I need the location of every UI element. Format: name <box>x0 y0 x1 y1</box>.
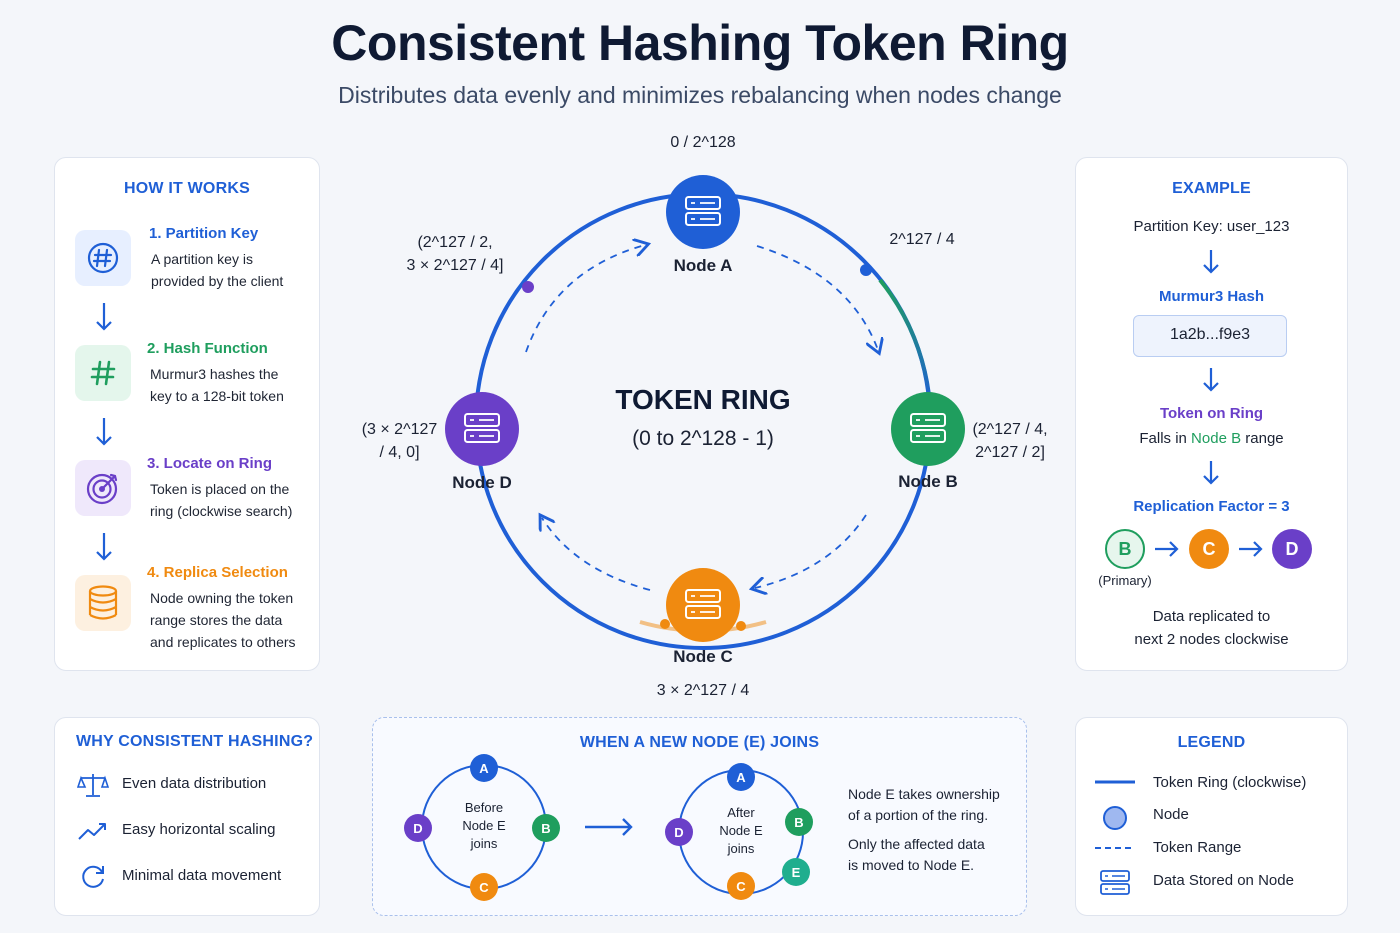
arrow-right-icon <box>1239 541 1263 557</box>
node-c <box>666 568 740 642</box>
legend-item-data-stored: Data Stored on Node <box>1153 872 1294 889</box>
arrow-down-icon <box>96 303 112 331</box>
step-4-title: 4. Replica Selection <box>147 564 288 581</box>
example-token-on-ring: Token on Ring <box>1159 405 1264 422</box>
token-point-da <box>522 281 534 293</box>
example-panel: EXAMPLE Partition Key: user_123 Murmur3 … <box>1075 157 1348 671</box>
why-panel: WHY CONSISTENT HASHING? Even data distri… <box>54 717 320 916</box>
arrow-down-icon <box>1203 461 1219 485</box>
dashed-line-icon <box>1095 847 1135 849</box>
example-note: Data replicated to next 2 nodes clockwis… <box>1134 608 1289 648</box>
step-1-title: 1. Partition Key <box>149 225 259 242</box>
node-c-label: Node C <box>673 647 733 666</box>
trend-up-icon <box>78 823 106 840</box>
before-node-c: C <box>470 873 498 901</box>
after-node-d: D <box>665 818 693 846</box>
token-label-ab: 2^127 / 4 <box>889 231 955 248</box>
dashed-arrow-a-to-b <box>756 245 878 350</box>
node-d-label: Node D <box>452 473 512 492</box>
dashed-arrow-c-to-d <box>542 518 651 591</box>
ring-top-label: 0 / 2^128 <box>670 134 736 151</box>
how-it-works-heading: HOW IT WORKS <box>124 180 250 197</box>
hash-icon <box>75 345 131 401</box>
why-item-even-distribution: Even data distribution <box>122 775 267 792</box>
before-node-b: B <box>532 814 560 842</box>
node-d <box>445 392 519 466</box>
node-circle-icon <box>1103 806 1127 830</box>
example-replication-factor: Replication Factor = 3 <box>1133 498 1290 515</box>
hash-circle-icon <box>75 230 131 286</box>
after-node-c: C <box>727 872 755 900</box>
step-3-title: 3. Locate on Ring <box>147 455 273 472</box>
step-3-desc: Token is placed on the ring (clockwise s… <box>150 481 293 519</box>
token-range-b: (2^127 / 4, 2^127 / 2] <box>972 421 1048 461</box>
dashed-arrow-d-to-a <box>525 245 645 353</box>
token-range-da: (2^127 / 2, 3 × 2^127 / 4] <box>406 234 504 274</box>
after-node-e: E <box>782 858 810 886</box>
why-item-minimal-movement: Minimal data movement <box>122 867 282 884</box>
replica-primary-label: (Primary) <box>1098 573 1152 588</box>
token-point-cd <box>660 619 670 629</box>
node-b <box>891 392 965 466</box>
legend-heading: LEGEND <box>1177 734 1246 751</box>
database-icon <box>75 575 131 631</box>
legend-item-token-ring: Token Ring (clockwise) <box>1153 774 1307 791</box>
replica-b: B <box>1105 529 1145 569</box>
step-2-title: 2. Hash Function <box>147 340 268 357</box>
arrow-down-icon <box>1203 250 1219 274</box>
after-node-a: A <box>727 763 755 791</box>
example-partition-key: Partition Key: user_123 <box>1133 218 1290 235</box>
refresh-icon <box>82 865 104 888</box>
page-title: Consistent Hashing Token Ring <box>331 15 1069 71</box>
after-ring-label: After Node E joins <box>719 805 763 856</box>
legend-item-node: Node <box>1153 806 1189 823</box>
step-1-desc: A partition key is provided by the clien… <box>151 251 284 289</box>
balance-scale-icon <box>77 774 109 797</box>
arrow-right-icon <box>1155 541 1179 557</box>
token-label-c: 3 × 2^127 / 4 <box>656 682 750 699</box>
before-ring-label: Before Node E joins <box>462 800 506 851</box>
how-it-works-panel: HOW IT WORKS 1. Partition Key A partitio… <box>54 157 320 671</box>
node-a <box>666 175 740 249</box>
example-falls-in: Falls in Node B range <box>1139 430 1284 447</box>
legend-panel: LEGEND Token Ring (clockwise) Node Token… <box>1075 717 1348 916</box>
arrow-down-icon <box>96 418 112 446</box>
join-heading: WHEN A NEW NODE (E) JOINS <box>579 734 820 751</box>
ring-center-range: (0 to 2^128 - 1) <box>632 427 774 450</box>
node-b-label: Node B <box>898 472 958 491</box>
why-heading: WHY CONSISTENT HASHING? <box>76 733 314 750</box>
example-hash-name: Murmur3 Hash <box>1158 288 1265 305</box>
page-subtitle: Distributes data evenly and minimizes re… <box>338 82 1062 108</box>
replica-d: D <box>1272 529 1312 569</box>
legend-item-token-range: Token Range <box>1153 839 1242 856</box>
after-node-b: B <box>785 808 813 836</box>
token-point-ab <box>860 264 872 276</box>
arrow-down-icon <box>96 533 112 561</box>
replica-c: C <box>1189 529 1229 569</box>
server-icon <box>1100 870 1130 895</box>
node-a-label: Node A <box>673 256 733 275</box>
step-4-desc: Node owning the token range stores the d… <box>150 590 296 650</box>
arrow-down-icon <box>1203 368 1219 392</box>
example-hash-value-box: 1a2b...f9e3 <box>1133 315 1287 357</box>
target-icon <box>75 460 131 516</box>
token-point-bc <box>736 621 746 631</box>
step-2-desc: Murmur3 hashes the key to a 128-bit toke… <box>150 366 284 404</box>
example-hash-value: 1a2b...f9e3 <box>1169 326 1251 343</box>
why-item-horizontal-scaling: Easy horizontal scaling <box>122 821 276 838</box>
before-node-a: A <box>470 754 498 782</box>
token-range-d: (3 × 2^127 / 4, 0] <box>361 421 438 461</box>
ring-center-title: TOKEN RING <box>615 384 791 415</box>
join-note: Node E takes ownership of a portion of t… <box>848 786 1000 873</box>
solid-line-icon <box>1095 780 1135 784</box>
example-heading: EXAMPLE <box>1172 180 1251 197</box>
before-node-d: D <box>404 814 432 842</box>
dashed-arrow-b-to-c <box>755 514 867 588</box>
ring-segment-b <box>878 278 932 406</box>
new-node-join-panel: WHEN A NEW NODE (E) JOINS Before Node E … <box>372 717 1027 916</box>
